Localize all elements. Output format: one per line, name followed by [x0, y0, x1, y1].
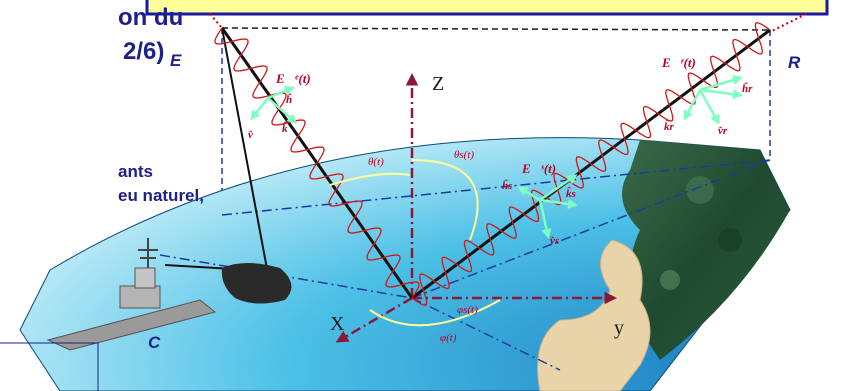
phi-label: φ(t)	[440, 332, 457, 344]
incident-wave	[214, 27, 420, 299]
target-ray	[221, 27, 271, 286]
received-v-label: v̂r	[718, 125, 728, 137]
body-text-line1: ants	[118, 162, 153, 181]
theta-label: θ(t)	[368, 156, 384, 168]
scattered-field-label: E⃗ˢ(t)	[522, 161, 557, 176]
reference-top-edge	[221, 27, 771, 31]
x-axis	[335, 296, 413, 343]
forest-land	[622, 140, 790, 360]
slide-title-line1: on du	[118, 4, 184, 31]
incident-v-label: v̂	[248, 129, 253, 141]
scattered-vectors	[517, 174, 578, 239]
scattered-v-label: v̂s	[550, 235, 560, 247]
receiver-label: R	[788, 53, 801, 72]
received-vectors	[683, 75, 743, 125]
slide-title-line2: 2/6)	[123, 38, 165, 65]
received-field-label: E⃗ʳ(t)	[662, 55, 696, 70]
callout-box	[145, 0, 829, 16]
theta-s-label: θs(t)	[454, 149, 475, 161]
emitter-label: E	[170, 51, 182, 70]
x-axis-label: X	[330, 313, 345, 335]
theta-s-arc	[411, 159, 479, 241]
theta-arc	[329, 172, 411, 186]
target-label: C	[148, 333, 161, 352]
callout-pointer-right	[769, 13, 807, 33]
z-axis-label: Z	[432, 73, 445, 95]
incident-field-label: E⃗ᵉ(t)	[276, 71, 311, 86]
callout-pointer-left	[209, 13, 223, 29]
phi-s-label: φs(t)	[457, 304, 478, 316]
ground-guide-4	[411, 297, 561, 371]
scattered-h-label: ĥs	[502, 180, 513, 192]
incident-k-label: k̂	[282, 123, 288, 135]
sand-beach	[537, 239, 651, 391]
phi-arc	[369, 299, 501, 327]
body-text-line2: eu naturel,	[118, 186, 204, 205]
received-h-label: ĥr	[742, 83, 753, 95]
y-axis-label: y	[614, 317, 624, 339]
rock	[221, 263, 292, 304]
ship-target	[46, 238, 217, 351]
scattered-k-label: k̂s	[566, 188, 576, 200]
received-k-label: k̂r	[664, 121, 674, 133]
ground-guide-1	[221, 159, 771, 216]
ground-guide-3	[411, 159, 771, 299]
incident-h-label: ĥ	[286, 94, 293, 106]
incident-vectors	[250, 86, 298, 124]
